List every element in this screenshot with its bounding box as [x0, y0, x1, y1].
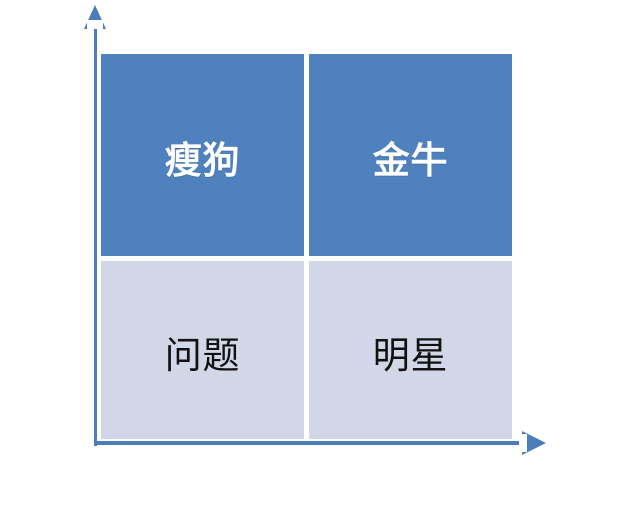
quadrant-label: 瘦狗	[164, 139, 241, 181]
x-axis-line	[94, 441, 528, 445]
quadrant-grid: 瘦狗 金牛 问题 明星	[100, 53, 513, 440]
arrow-up-notch	[87, 20, 103, 29]
quadrant-bottom-left[interactable]: 问题	[101, 261, 304, 439]
quadrant-bottom-right[interactable]: 明星	[309, 261, 512, 439]
y-axis-line	[94, 22, 97, 446]
quadrant-label: 明星	[372, 334, 449, 376]
quadrant-label: 问题	[164, 334, 241, 376]
quadrant-top-right[interactable]: 金牛	[309, 54, 512, 256]
quadrant-top-left[interactable]: 瘦狗	[101, 54, 304, 256]
quadrant-label: 金牛	[372, 139, 449, 181]
arrow-right-notch	[519, 434, 527, 452]
